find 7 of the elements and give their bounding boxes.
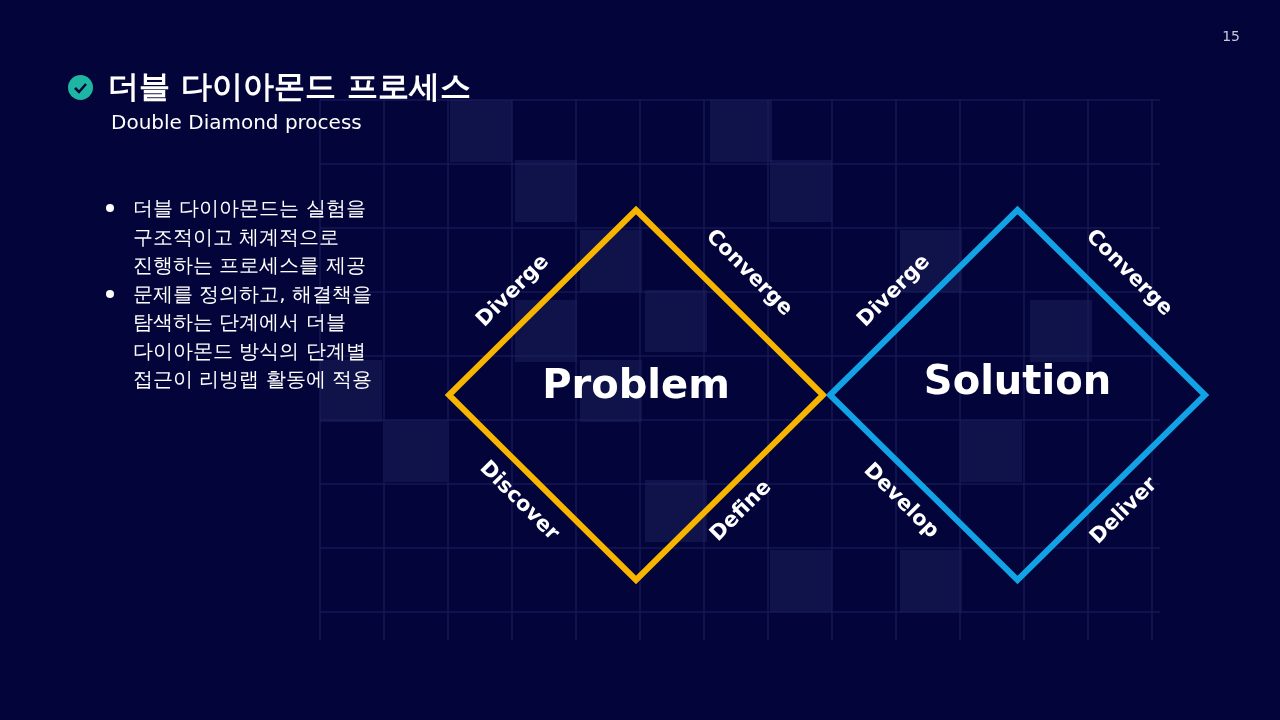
title: 더블 다이아몬드 프로세스: [108, 67, 471, 106]
bullet-text: 문제를 정의하고, 해결책을 탐색하는 단계에서 더블 다이아몬드 방식의 단계별 접근이 리빙랩 활동에 적용: [133, 280, 374, 393]
bullet-text: 더블 다이아몬드는 실험을 구조적이고 체계적으로 진행하는 프로세스를 제공: [133, 195, 367, 279]
subtitle: Double Diamond process: [111, 110, 362, 134]
diamond-label: Problem: [542, 360, 730, 407]
diamond-label: Solution: [923, 357, 1112, 404]
page-number: 15: [1222, 28, 1240, 44]
